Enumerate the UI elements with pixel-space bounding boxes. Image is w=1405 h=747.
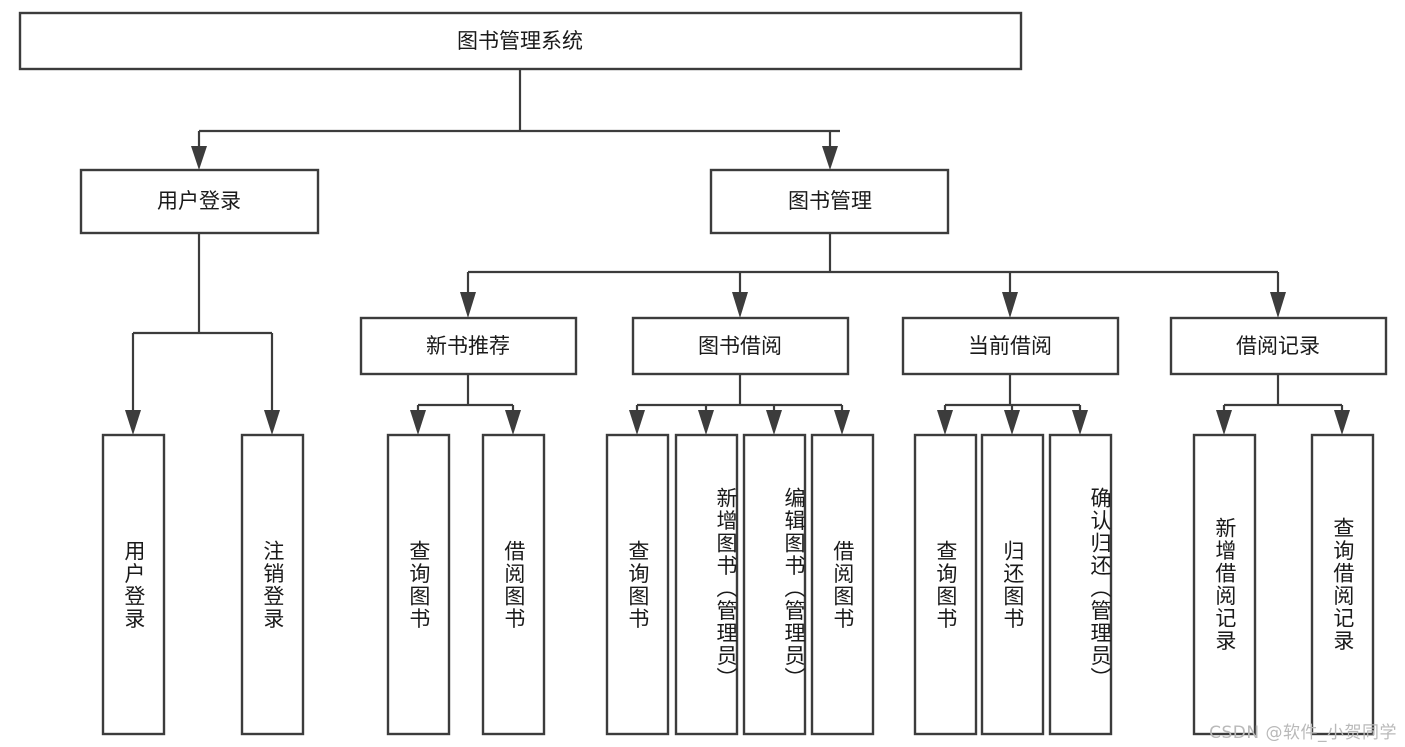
node-leaf-add-book[interactable] [674,433,739,736]
arrowhead-leaf-return-book [1004,410,1020,435]
arrowhead-leaf-query-book-1 [410,410,426,435]
node-leaf-query-record[interactable] [1310,433,1375,736]
node-leaf-borrow-book-2[interactable] [810,433,875,736]
node-user-login[interactable] [79,168,320,235]
node-current-borrow[interactable] [901,316,1120,376]
node-leaf-confirm-return[interactable] [1048,433,1113,736]
node-leaf-add-record[interactable] [1192,433,1257,736]
node-group: 图书管理系统 用户登录 图书管理 新书推荐 图书借阅 当前借阅 借阅记录 [18,11,1388,736]
node-current-borrow-label: 当前借阅 [968,334,1052,358]
connector-group [125,69,1350,435]
arrowhead-leaf-logout [264,410,280,435]
node-book-management[interactable] [709,168,950,235]
arrowhead-leaf-query-record [1334,410,1350,435]
arrowhead-current-borrow [1002,292,1018,318]
node-leaf-query-book-1[interactable] [386,433,451,736]
node-root-label: 图书管理系统 [457,29,583,53]
arrowhead-leaf-borrow-book-2 [834,410,850,435]
node-new-book-recommend[interactable] [359,316,578,376]
arrowhead-leaf-add-book [698,410,714,435]
arrowhead-new-book-recommend [460,292,476,318]
arrowhead-book-management [822,146,838,170]
arrowhead-leaf-user-login [125,410,141,435]
node-borrow-record[interactable] [1169,316,1388,376]
node-book-borrow-label: 图书借阅 [698,334,782,358]
arrowhead-leaf-add-record [1216,410,1232,435]
arrowhead-borrow-record [1270,292,1286,318]
node-book-borrow[interactable] [631,316,850,376]
node-leaf-logout[interactable] [240,433,305,736]
arrowhead-book-borrow [732,292,748,318]
node-leaf-query-book-3[interactable] [913,433,978,736]
node-user-login-label: 用户登录 [157,189,241,213]
arrowhead-user-login [191,146,207,170]
node-book-management-label: 图书管理 [788,189,872,213]
node-leaf-return-book[interactable] [980,433,1045,736]
node-root[interactable] [18,11,1023,71]
arrowhead-leaf-edit-book [766,410,782,435]
node-leaf-query-book-2[interactable] [605,433,670,736]
arrowhead-leaf-query-book-2 [629,410,645,435]
node-leaf-borrow-book-1[interactable] [481,433,546,736]
node-leaf-edit-book[interactable] [742,433,807,736]
arrowhead-leaf-query-book-3 [937,410,953,435]
node-borrow-record-label: 借阅记录 [1236,334,1320,358]
arrowhead-leaf-borrow-book-1 [505,410,521,435]
arrowhead-leaf-confirm-return [1072,410,1088,435]
node-new-book-recommend-label: 新书推荐 [426,334,510,358]
watermark-text: CSDN @软件_小贺同学 [1209,723,1397,743]
node-leaf-user-login[interactable] [101,433,166,736]
